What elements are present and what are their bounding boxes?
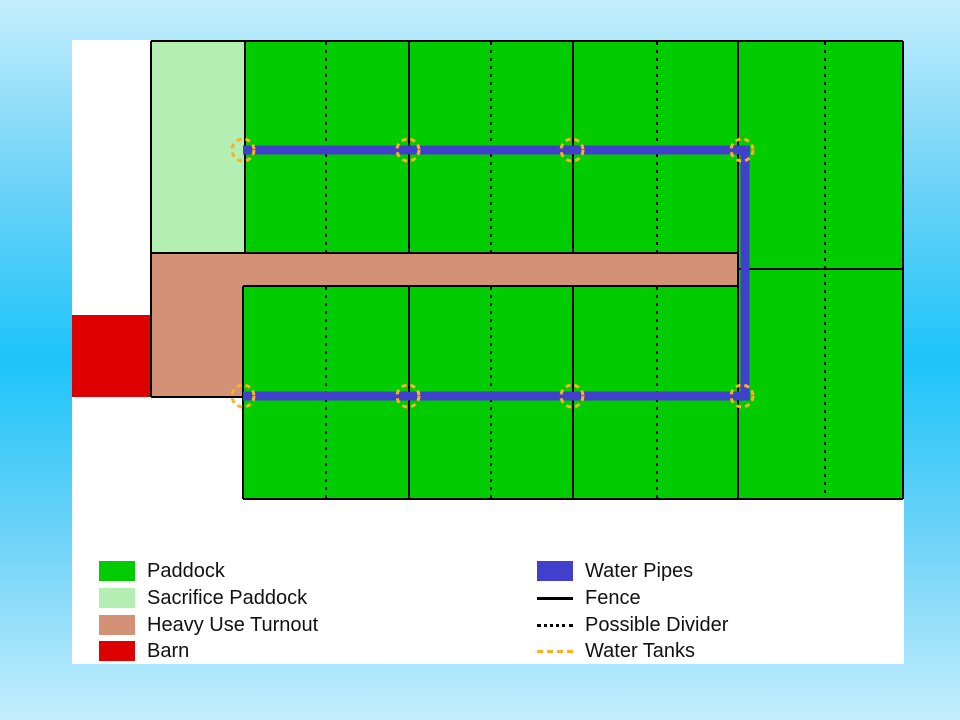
water-tank [559,383,585,409]
lower-right-paddock [738,269,903,499]
legend-label-fence: Fence [585,586,641,609]
legend-item-fence: Fence [537,586,641,610]
legend-label-barn: Barn [147,639,190,662]
water-tank [230,137,256,163]
legend-item-barn: Barn [99,639,189,663]
legend-label-sacrifice-paddock: Sacrifice Paddock [147,586,308,609]
water-tank [395,383,421,409]
legend-item-water-pipes: Water Pipes [537,559,693,583]
water-pipes [243,145,750,401]
dotted-line-icon [537,615,573,635]
dashed-line-icon [537,641,573,661]
paddock-swatch-icon [99,561,135,581]
barn-swatch-icon [99,641,135,661]
legend-label-paddock: Paddock [147,559,225,582]
farm-layout-diagram [72,40,904,500]
water-tank [230,383,256,409]
barn [72,315,151,397]
legend-label-possible-divider: Possible Divider [585,613,729,636]
slide: Paddock Sacrifice Paddock Heavy Use Turn… [72,40,904,664]
water-tank [729,137,755,163]
legend-item-heavy-use-turnout: Heavy Use Turnout [99,613,318,637]
legend-label-water-tanks: Water Tanks [585,639,696,662]
upper-right-paddock [738,253,903,270]
heavy-use-turnout [151,253,738,397]
legend-label-water-pipes: Water Pipes [585,559,694,582]
water-tank [559,137,585,163]
water-pipes-swatch-icon [537,561,573,581]
water-tanks [230,137,755,409]
water-tank [395,137,421,163]
legend-item-sacrifice-paddock: Sacrifice Paddock [99,586,307,610]
water-tank [729,383,755,409]
legend-item-paddock: Paddock [99,559,225,583]
solid-line-icon [537,588,573,608]
sacrifice-paddock [151,41,245,253]
legend-item-possible-divider: Possible Divider [537,613,728,637]
heavy-use-turnout-swatch-icon [99,615,135,635]
legend-item-water-tanks: Water Tanks [537,639,695,663]
sacrifice-paddock-swatch-icon [99,588,135,608]
legend-label-heavy-use-turnout: Heavy Use Turnout [147,613,319,636]
